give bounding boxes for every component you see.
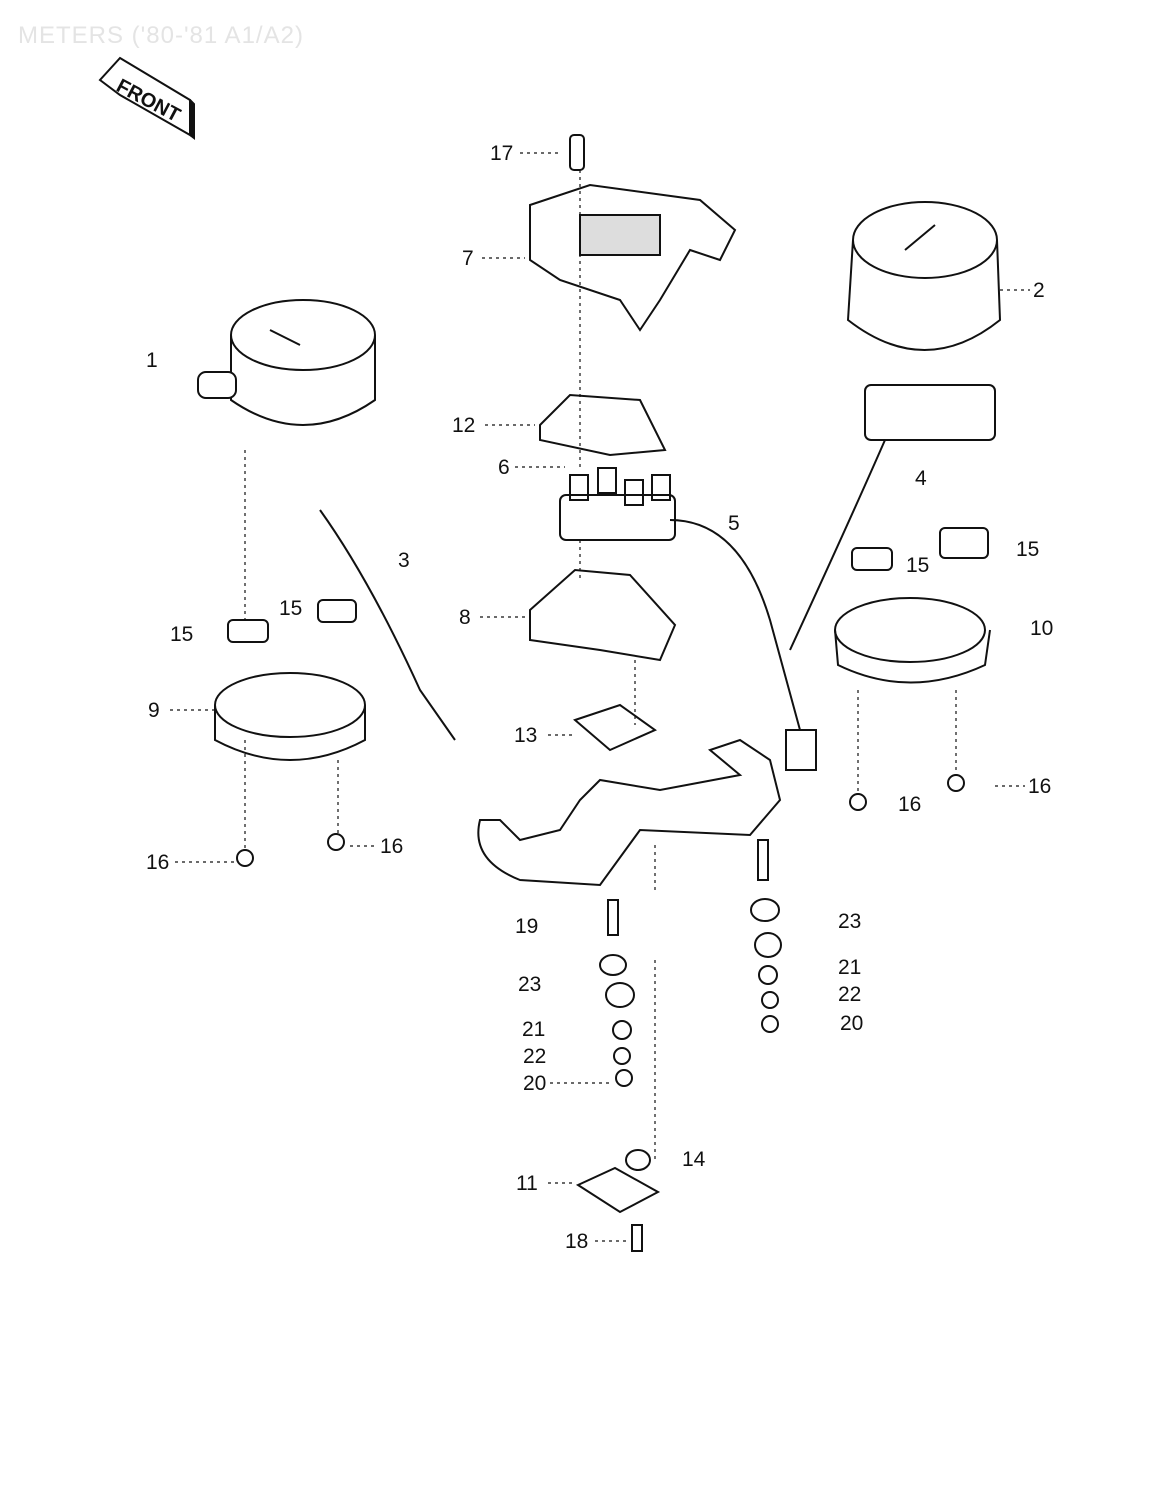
callout-21: 21 — [838, 956, 862, 979]
callout-10: 10 — [1030, 617, 1054, 640]
callout-14: 14 — [682, 1148, 706, 1171]
bulb-socket-assembly — [559, 467, 676, 541]
damper — [317, 599, 357, 623]
callout-20: 20 — [523, 1072, 547, 1095]
wire-harness — [319, 509, 456, 741]
plate — [573, 703, 658, 752]
wire-harness — [669, 519, 801, 731]
callout-11: 11 — [516, 1172, 538, 1195]
callout-5: 5 — [728, 512, 740, 535]
callout-4: 4 — [915, 467, 927, 490]
callout-22: 22 — [523, 1045, 547, 1068]
callout-16: 16 — [1028, 775, 1052, 798]
callout-21: 21 — [522, 1018, 546, 1041]
callout-15: 15 — [170, 623, 194, 646]
indicator-housing — [529, 183, 737, 332]
callout-1: 1 — [146, 349, 158, 372]
meter-bracket — [477, 738, 782, 887]
callout-9: 9 — [148, 699, 160, 722]
speedometer-gauge — [846, 201, 1002, 441]
callout-7: 7 — [462, 247, 474, 270]
callout-3: 3 — [398, 549, 410, 572]
callout-12: 12 — [452, 414, 476, 437]
diagram-title: METERS ('80-'81 A1/A2) — [18, 22, 304, 49]
callout-15: 15 — [279, 597, 303, 620]
gauge-band — [214, 672, 366, 761]
callout-23: 23 — [838, 910, 862, 933]
callout-18: 18 — [565, 1230, 589, 1253]
gauge-band — [834, 597, 991, 684]
callout-22: 22 — [838, 983, 862, 1006]
damper — [939, 527, 989, 559]
tachometer-gauge — [197, 299, 376, 426]
callout-16: 16 — [898, 793, 922, 816]
callout-16: 16 — [146, 851, 170, 874]
wire-harness — [789, 439, 886, 651]
plate — [539, 393, 667, 457]
callout-20: 20 — [840, 1012, 864, 1035]
callout-6: 6 — [498, 456, 510, 479]
screw — [569, 134, 585, 171]
cover — [529, 568, 677, 662]
callout-2: 2 — [1033, 279, 1045, 302]
callout-8: 8 — [459, 606, 471, 629]
damper — [227, 619, 269, 643]
callout-13: 13 — [514, 724, 538, 747]
damper — [851, 547, 893, 571]
callout-15: 15 — [906, 554, 930, 577]
callout-19: 19 — [515, 915, 539, 938]
callout-16: 16 — [380, 835, 404, 858]
callout-23: 23 — [518, 973, 542, 996]
callout-17: 17 — [490, 142, 514, 165]
connector — [785, 729, 817, 771]
front-arrow-sign: FRONT — [98, 56, 195, 140]
callout-15: 15 — [1016, 538, 1040, 561]
